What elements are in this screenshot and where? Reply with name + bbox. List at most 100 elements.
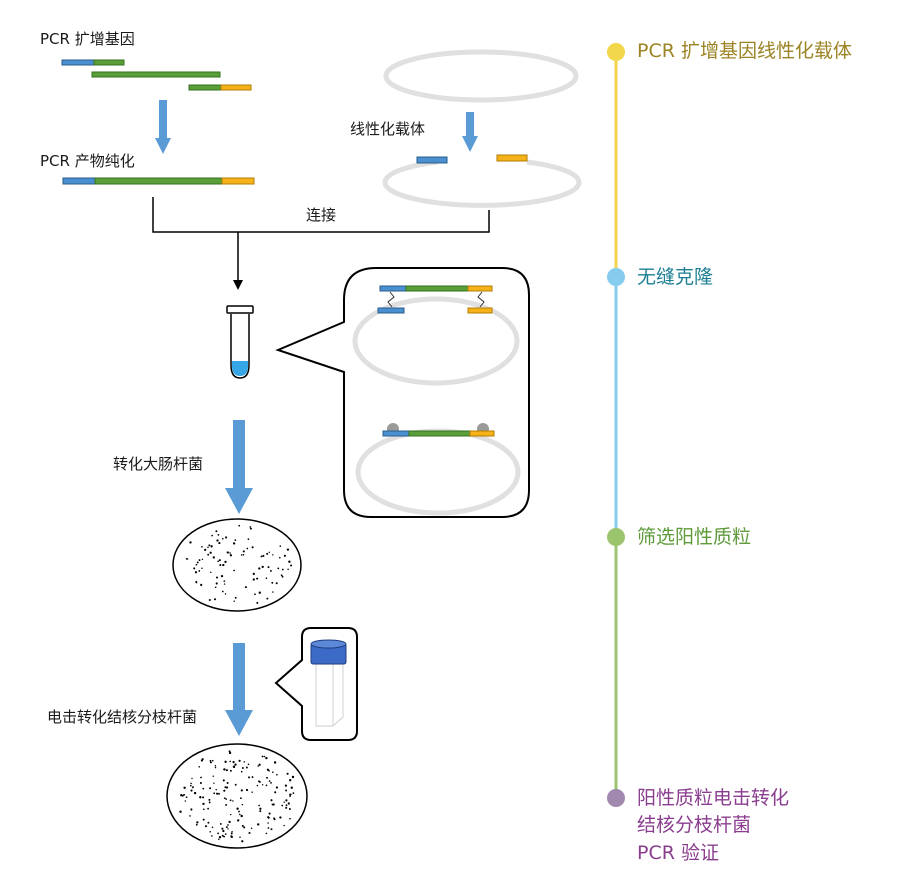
colony-dot	[232, 800, 234, 802]
colony-dot	[237, 819, 240, 822]
colony-dot	[249, 526, 251, 528]
colony-dot	[218, 836, 222, 839]
colony-dot	[202, 818, 205, 821]
colony-dot	[229, 799, 232, 802]
colony-dot	[273, 761, 277, 764]
colony-dot	[223, 580, 226, 582]
colony-dot	[201, 558, 204, 561]
colony-dot	[287, 802, 290, 805]
colony-dot	[191, 786, 194, 789]
colony-dot	[286, 548, 290, 551]
colony-dot	[189, 541, 192, 544]
colony-dot	[215, 576, 219, 579]
colony-dot	[261, 755, 264, 758]
colony-dot	[236, 807, 239, 810]
colony-dot	[232, 760, 235, 764]
colony-dot	[207, 546, 209, 549]
colony-dot	[211, 826, 214, 828]
colony-dot	[234, 596, 237, 599]
colony-dot	[190, 789, 193, 792]
purified-product	[62, 177, 255, 185]
colony-dot	[207, 553, 210, 556]
colony-dot	[261, 784, 264, 786]
colony-dot	[276, 773, 278, 776]
colony-dot	[229, 554, 233, 557]
colony-dot	[242, 550, 245, 553]
colony-dot	[256, 577, 259, 580]
colony-dot	[248, 776, 250, 779]
colony-dot	[268, 551, 271, 554]
colony-dot	[207, 807, 209, 810]
label-electro-transform: 电击转化结核分枝杆菌	[47, 708, 198, 726]
colony-dot	[285, 789, 288, 792]
linearized-vector	[382, 154, 582, 208]
colony-dot	[211, 835, 213, 837]
colony-dot	[242, 553, 245, 556]
colony-dot	[266, 597, 269, 600]
colony-dot	[265, 756, 268, 760]
label-pcr-purify: PCR 产物纯化	[40, 152, 135, 170]
colony-dot	[280, 574, 283, 577]
arrow-to-linear	[462, 112, 478, 152]
timeline-step-4-line2: 结核分枝杆菌	[637, 814, 752, 836]
colony-dot	[268, 780, 271, 782]
timeline-step-2: 无缝克隆	[637, 266, 714, 288]
colony-dot	[283, 824, 285, 827]
timeline-dot-4	[607, 789, 625, 807]
colony-dot	[272, 554, 274, 556]
colony-dot	[260, 555, 263, 558]
colony-dot	[220, 574, 224, 578]
colony-dot	[256, 784, 259, 787]
colony-dot	[223, 583, 226, 585]
colony-dot	[207, 821, 210, 824]
mtb-plate	[166, 743, 308, 849]
colony-dot	[214, 764, 217, 767]
colony-dot	[267, 827, 270, 829]
timeline-dot-3	[607, 528, 625, 546]
assembly-post	[355, 423, 521, 516]
colony-dot	[252, 572, 255, 576]
colony-dot	[218, 542, 221, 545]
colony-dot	[198, 765, 201, 768]
colony-dot	[227, 824, 229, 826]
colony-dot	[200, 583, 203, 587]
colony-dot	[266, 768, 270, 771]
colony-dot	[266, 552, 269, 555]
colony-dot	[185, 796, 188, 799]
colony-dot	[272, 591, 274, 593]
colony-dot	[292, 792, 295, 794]
colony-dot	[196, 561, 199, 564]
colony-dot	[225, 803, 228, 806]
ligation-bracket	[152, 197, 490, 290]
colony-dot	[258, 780, 260, 783]
colony-dot	[257, 765, 259, 767]
colony-dot	[258, 763, 261, 766]
colony-dot	[290, 786, 293, 789]
colony-dot	[225, 798, 227, 800]
colony-dot	[247, 763, 250, 766]
colony-dot	[257, 823, 260, 826]
colony-dot	[291, 775, 295, 779]
colony-dot	[215, 582, 218, 585]
colony-dot	[247, 538, 250, 540]
colony-dot	[239, 813, 241, 816]
colony-dot	[234, 763, 237, 766]
colony-dot	[271, 581, 274, 584]
timeline-step-1: PCR 扩增基因线性化载体	[637, 40, 852, 62]
colony-dot	[230, 832, 233, 835]
colony-dot	[259, 810, 262, 813]
colony-dot	[273, 818, 276, 821]
colony-dot	[250, 827, 253, 830]
colony-dot	[198, 559, 201, 562]
colony-dot	[223, 789, 226, 792]
label-pcr-amplify: PCR 扩增基因	[40, 30, 135, 48]
colony-dot	[281, 568, 284, 571]
arrow-to-ecoli	[225, 420, 253, 514]
colony-dot	[238, 524, 241, 527]
colony-dot	[289, 779, 292, 782]
circular-vector	[383, 49, 579, 103]
colony-dot	[285, 806, 288, 809]
colony-dot	[208, 598, 211, 602]
label-linear-vector: 线性化载体	[350, 120, 426, 138]
colony-dot	[263, 755, 266, 758]
